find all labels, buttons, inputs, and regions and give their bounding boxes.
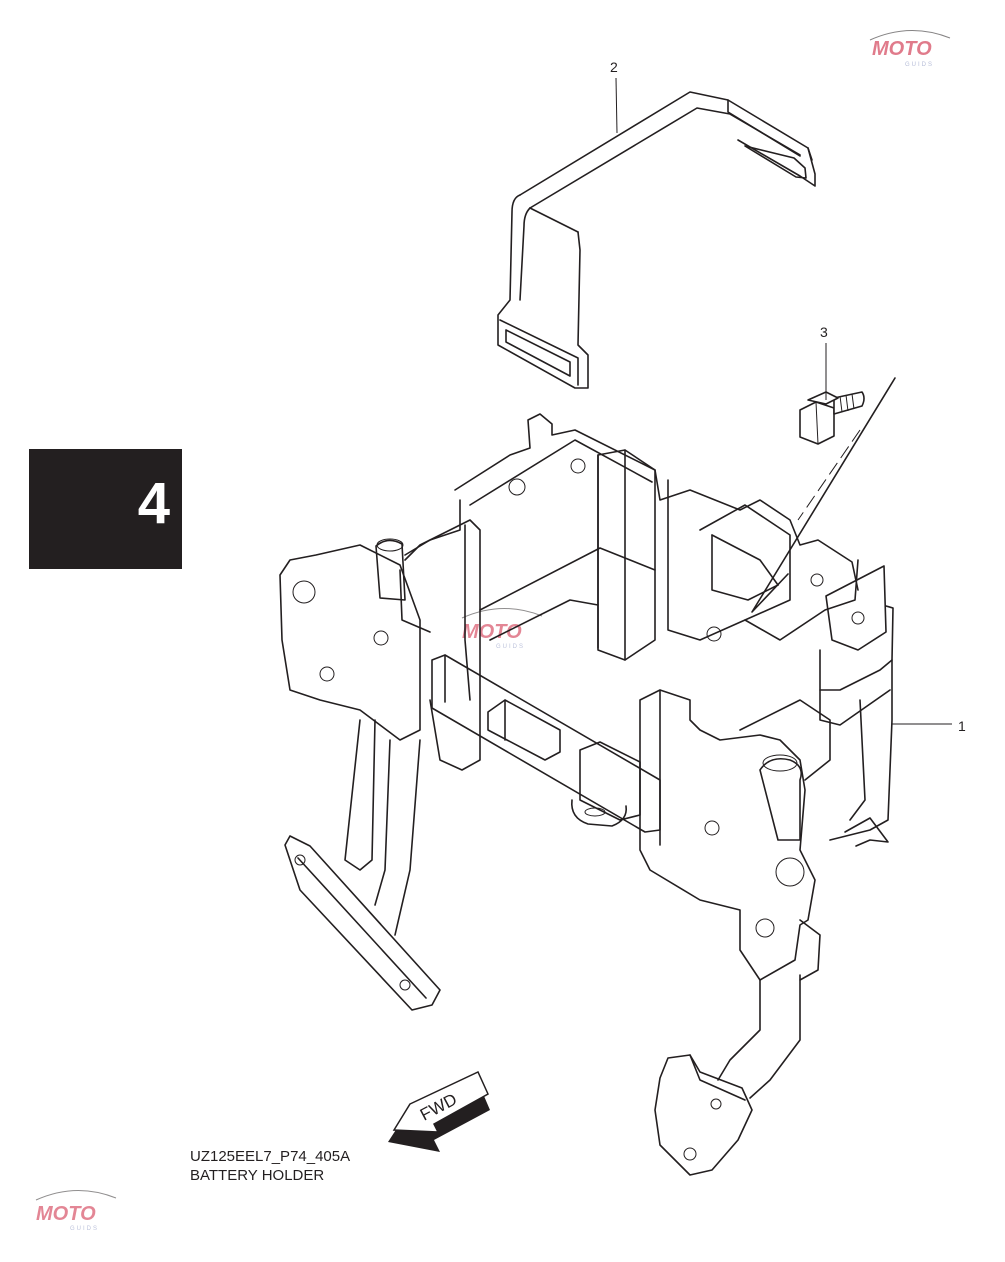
battery-holder-bracket [279, 413, 894, 1176]
fwd-arrow-icon: FWD [388, 1070, 490, 1152]
bolt [751, 377, 896, 613]
watermark-top-right: MOTO GUIDS [869, 30, 951, 68]
diagram-title: BATTERY HOLDER [190, 1167, 325, 1184]
callout-number: 1 [958, 718, 966, 734]
battery-band [497, 91, 816, 389]
watermark-text: MOTO [872, 38, 932, 60]
section-number: 4 [137, 471, 170, 536]
callout-1: 1 [892, 718, 966, 734]
watermark-bottom-left: MOTO GUIDS [35, 1190, 117, 1232]
watermark-sub: GUIDS [70, 1226, 99, 1232]
watermark-text: MOTO [462, 621, 522, 643]
diagram-caption: UZ125EEL7_P74_405A BATTERY HOLDER [190, 1147, 350, 1185]
callout-number: 2 [610, 59, 618, 75]
section-tab: 4 [29, 449, 182, 569]
callout-2: 2 [610, 59, 618, 134]
watermark-sub: GUIDS [496, 644, 525, 650]
diagram-code: UZ125EEL7_P74_405A [190, 1148, 351, 1165]
callout-number: 3 [820, 324, 828, 340]
callout-3: 3 [820, 324, 828, 400]
watermark-text: MOTO [36, 1203, 96, 1225]
watermark-sub: GUIDS [905, 62, 934, 68]
watermark-center: MOTO GUIDS [461, 608, 543, 650]
